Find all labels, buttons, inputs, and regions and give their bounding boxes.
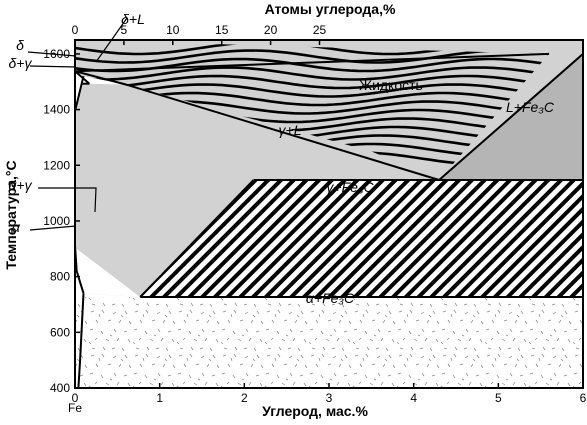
x2-tick-label: 10: [166, 23, 180, 37]
phase-boundary: [77, 293, 85, 388]
wave-line: [75, 83, 550, 98]
x-tick-label: 1: [156, 391, 163, 405]
x2-tick-label: 5: [121, 23, 128, 37]
label-alpha-gamma: α+γ: [8, 177, 32, 193]
bottom-axis-title: Углерод, мас.%: [262, 403, 368, 419]
leader-arrow: [95, 17, 128, 63]
x-tick-label: 3: [326, 391, 333, 405]
y-tick-label: 1200: [43, 158, 70, 172]
phase-boundary: [438, 53, 583, 181]
phase-boundary: [75, 75, 85, 112]
x2-tick-label: 15: [215, 23, 229, 37]
y-tick-label: 400: [50, 381, 70, 395]
leader-arrow: [38, 187, 97, 213]
x2-tick-label: 20: [264, 23, 278, 37]
wave-line: [75, 66, 550, 81]
label-l-fe3c: L+Fe₃C: [506, 99, 555, 115]
y-axis-title: Температура,°С: [3, 160, 19, 269]
label-delta: δ: [16, 37, 24, 53]
origin-label-fe: Fe: [68, 401, 82, 415]
label-delta-gamma: δ+γ: [9, 55, 33, 71]
label-delta-l: δ+L: [121, 11, 145, 27]
y-tick-label: 600: [50, 325, 70, 339]
phase-boundary: [75, 70, 91, 85]
label-alpha-fe3c: α+Fe₃C: [306, 290, 355, 306]
leader-arrow: [29, 65, 77, 68]
y-tick-label: 1400: [43, 103, 70, 117]
leader-arrow: [27, 51, 77, 57]
x-tick-label: 0: [72, 391, 79, 405]
x2-tick-label: 25: [313, 23, 327, 37]
label-alpha: α: [12, 219, 21, 235]
label-gamma-fe3c: γ+Fe₃C: [326, 179, 374, 195]
top-axis-title: Атомы углерода,%: [265, 1, 396, 17]
phase-boundary: [75, 70, 440, 181]
x-tick-label: 5: [495, 391, 502, 405]
y-tick-label: 1000: [43, 214, 70, 228]
region-alpha-fe3c: [75, 296, 583, 388]
x-tick-label: 2: [241, 391, 248, 405]
wave-line: [75, 74, 550, 90]
region-alpha-gamma: [75, 245, 141, 297]
label-gamma-l: γ+L: [279, 122, 302, 138]
x2-tick-label: 0: [72, 23, 79, 37]
phase-boundary: [75, 52, 550, 73]
label-liquid: Жидкость: [359, 77, 423, 93]
phase-boundary: [139, 179, 255, 298]
x-tick-label: 4: [410, 391, 417, 405]
leader-arrow: [29, 225, 77, 231]
region-gamma-fe3c: [140, 180, 583, 297]
x-tick-label: 6: [580, 391, 587, 405]
y-tick-label: 800: [50, 270, 70, 284]
